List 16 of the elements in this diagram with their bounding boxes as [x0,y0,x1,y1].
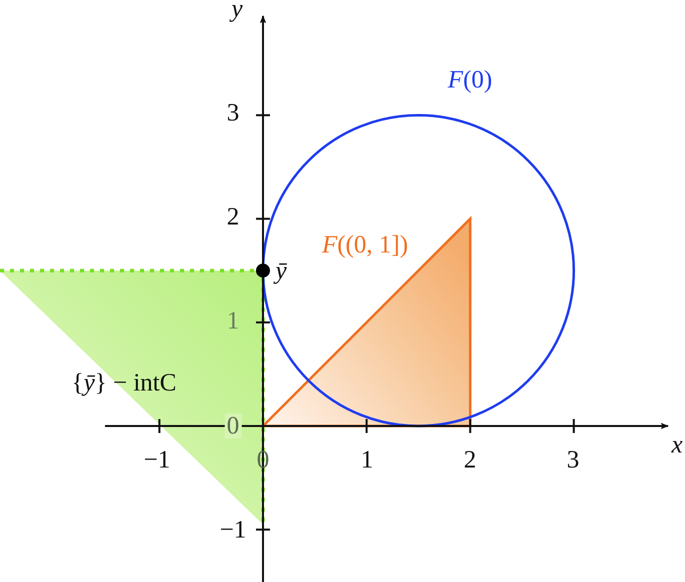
tick-label: −1 [220,518,246,542]
tick-label: 3 [226,100,240,126]
tick-label: 3 [566,448,580,472]
axis-label: y [231,0,243,22]
set-label: F(0) [448,68,492,92]
tick-label: 2 [464,448,476,472]
point-label: ȳ [275,258,287,284]
tick-label: 1 [226,308,240,334]
tick-label: 2 [226,204,240,230]
axis-label: x [671,432,683,458]
tick-label: −1 [144,448,170,472]
set-label: F((0, 1]) [322,232,408,258]
tick-label: 0 [256,448,270,472]
tick-label: 0 [224,414,242,438]
set-label: {ȳ} − intC [72,370,176,396]
tick-label: 1 [360,448,374,472]
